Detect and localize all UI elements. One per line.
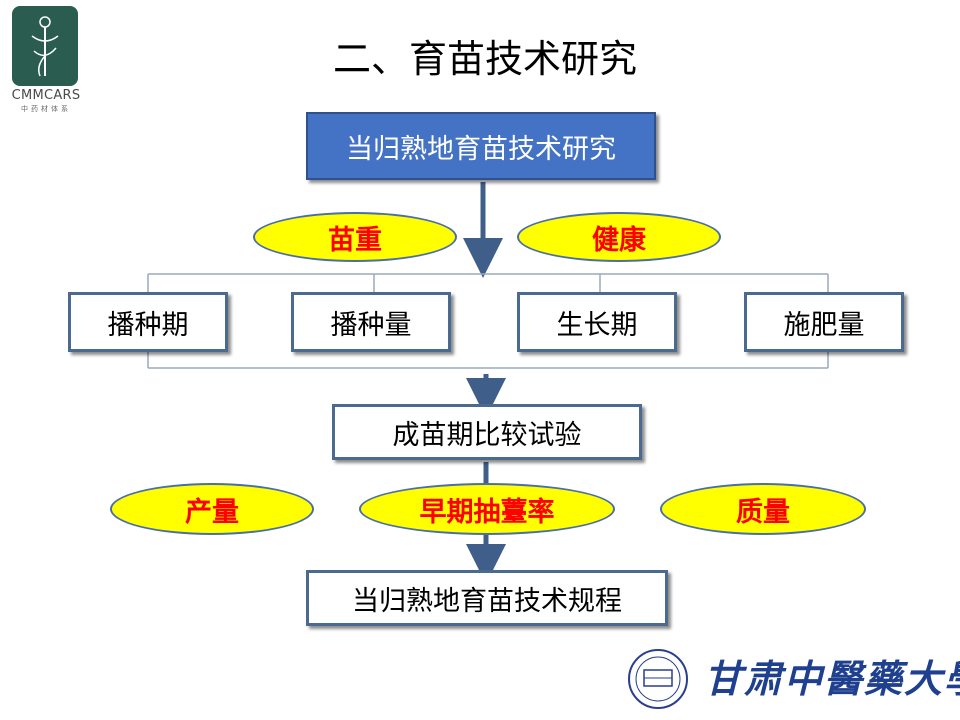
oval-quality: 质量 <box>660 483 866 535</box>
middle-box: 成苗期比较试验 <box>332 404 642 460</box>
factor-box-sowing-time: 播种期 <box>68 292 228 352</box>
factor-box-sowing-amount: 播种量 <box>291 292 451 352</box>
university-name: 甘肃中醫藥大學 <box>704 656 960 701</box>
oval-health: 健康 <box>517 212 721 262</box>
logo-name: CMMCARS <box>11 88 81 103</box>
slide-title: 二、育苗技术研究 <box>332 37 637 81</box>
oval-early-bolting: 早期抽薹率 <box>359 483 615 535</box>
factor-box-growth-period: 生长期 <box>517 292 677 352</box>
university-seal-icon <box>628 649 688 709</box>
logo-subtitle: 中药材体系 <box>21 105 71 113</box>
oval-yield: 产量 <box>110 483 314 535</box>
factor-box-fertilizer: 施肥量 <box>744 292 904 352</box>
cmmcars-emblem-icon <box>31 16 59 77</box>
oval-seedling-weight: 苗重 <box>253 212 457 262</box>
top-box: 当归熟地育苗技术研究 <box>306 112 656 180</box>
bottom-box: 当归熟地育苗技术规程 <box>306 570 668 626</box>
factor-bracket <box>147 273 829 369</box>
cmmcars-logo <box>12 6 78 86</box>
